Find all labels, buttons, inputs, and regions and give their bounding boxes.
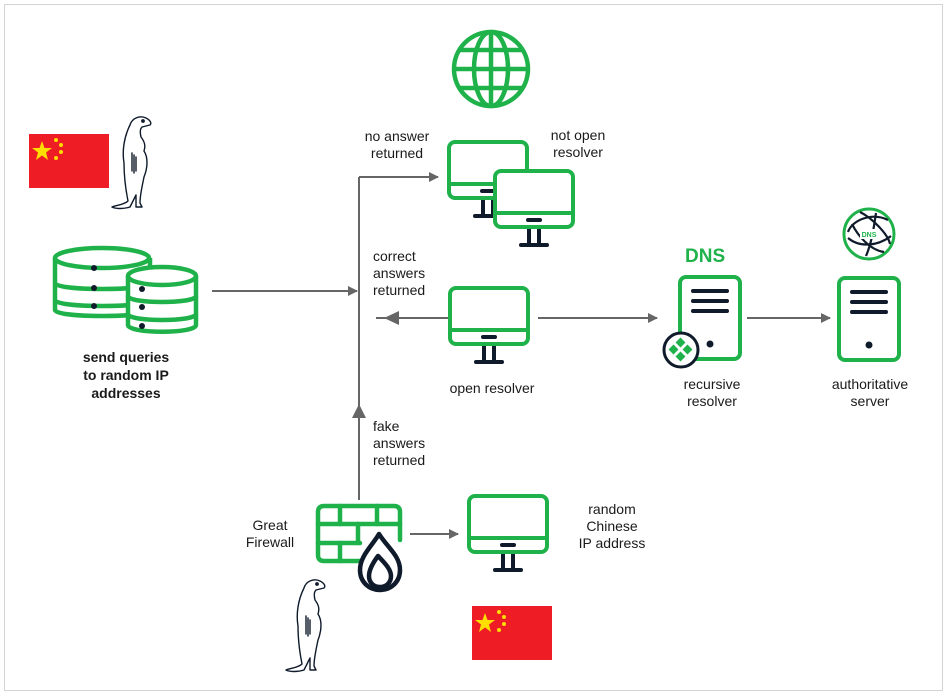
meerkat-icon [285,579,326,673]
diagram-frame [4,4,943,691]
china-flag-icon [472,606,552,660]
dns-badge-text: DNS [862,232,877,239]
random-chinese-ip-label: random Chinese IP address [578,501,646,551]
scanner-label: send queries to random IP addresses [82,349,170,401]
open-resolver-label: open resolver [449,380,535,396]
arrow-head-fake-answers [352,404,366,418]
monitor-icon-not-open-front [493,169,575,247]
no-answer-label: no answer returned [364,128,430,161]
flame-icon [357,531,403,593]
recursive-resolver-label: recursive resolver [683,376,741,409]
database-dots [91,265,145,329]
great-firewall-label: Great Firewall [245,517,295,550]
authoritative-server-label: authoritative server [831,376,909,409]
arrow-head-correct-answers [384,311,399,325]
dns-network-icon: DNS [842,207,896,261]
china-flag-icon [29,134,109,188]
correct-answers-label: correct answers returned [373,248,426,298]
dns-title: DNS [685,246,726,267]
monitor-icon-open-resolver [448,286,530,364]
fake-answers-label: fake answers returned [373,418,426,468]
diamond-badge-icon [662,331,700,369]
monitor-icon-chinese-ip [467,494,549,572]
globe-icon [451,29,531,109]
connectors [212,172,831,539]
database-icon [52,245,199,334]
meerkat-icon [111,116,152,210]
firewall-icon [315,503,403,564]
server-icon-authoritative [837,276,901,362]
not-open-resolver-label: not open resolver [550,127,606,160]
